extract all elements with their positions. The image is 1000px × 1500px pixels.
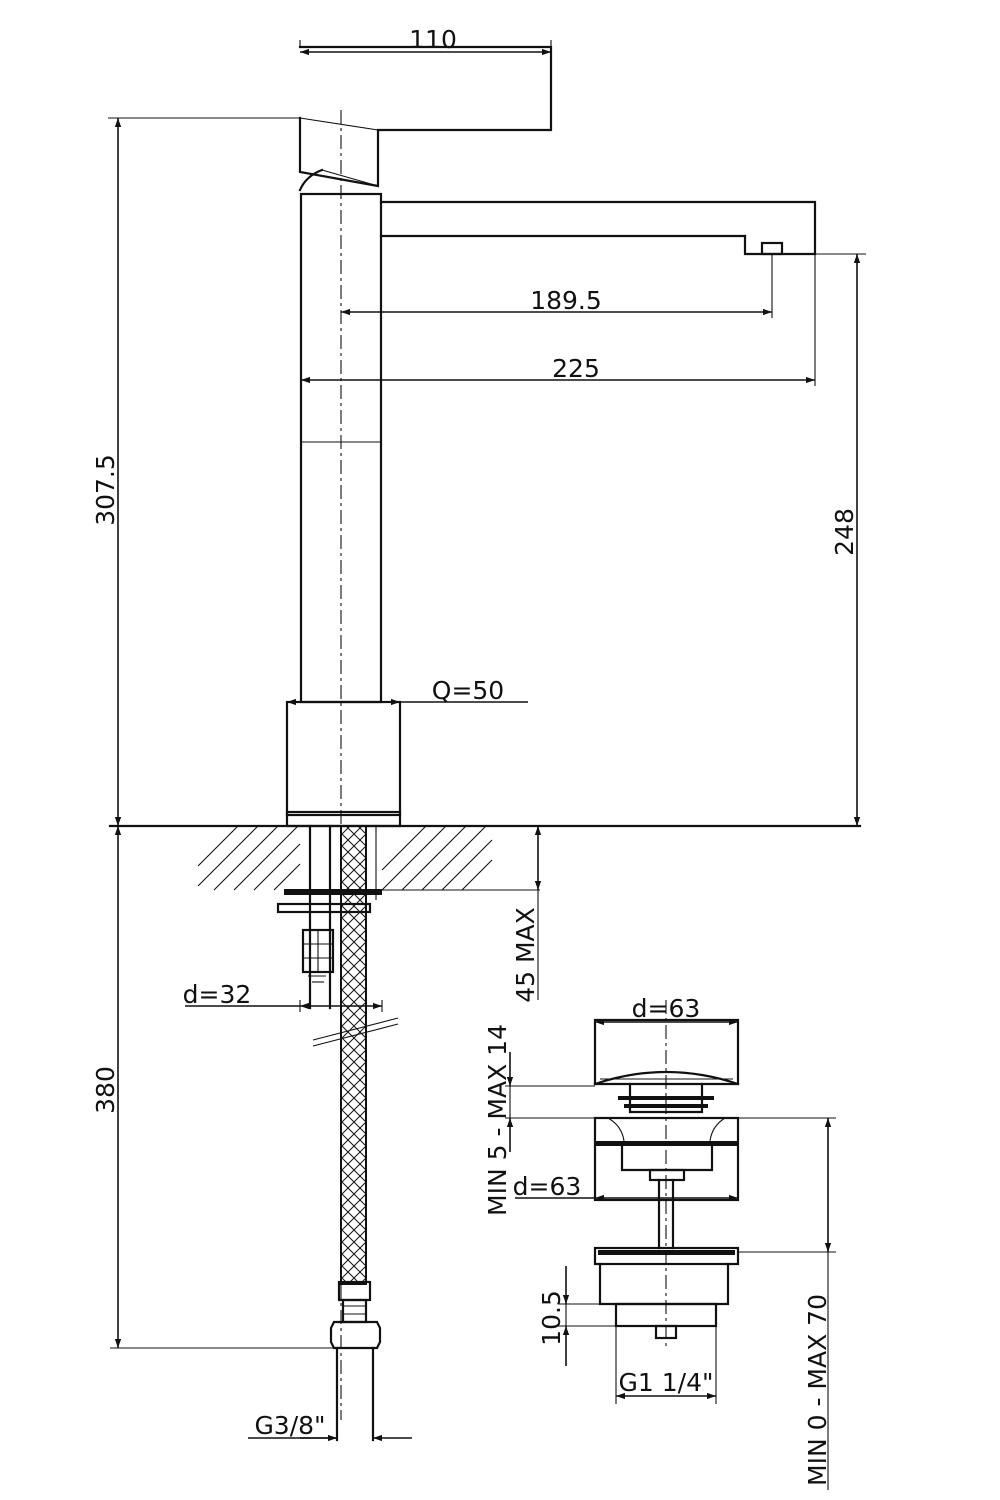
faucet-view: [285, 45, 817, 1420]
fixing-assembly: [276, 824, 382, 1010]
dim-label-cap-d63: d=63: [632, 994, 701, 1023]
waste-rod: [657, 1178, 675, 1250]
dim-label-10-5: 10.5: [537, 1290, 566, 1346]
dim-label-380: 380: [91, 1066, 120, 1114]
dimension-spout-height: 248: [815, 253, 866, 826]
faucet-base: [285, 700, 402, 828]
dimension-waste-thread: G1 1/4": [615, 1326, 717, 1404]
dim-label-248: 248: [830, 508, 859, 556]
dimension-hole-diameter: d=32: [183, 980, 383, 1012]
dimension-hose-thread: G3/8": [248, 1411, 412, 1442]
faucet-body: [299, 192, 817, 704]
dimension-waste-body-height: 10.5: [537, 1266, 616, 1366]
dim-label-q50: Q=50: [432, 676, 504, 705]
dimension-hose-length: 380: [91, 826, 334, 1349]
flex-hose: [312, 825, 399, 1442]
dimension-waste-flange-diameter: d=63: [513, 1172, 738, 1202]
dimension-spout-reach-center: 189.5: [341, 254, 773, 318]
dim-label-min5-max14: MIN 5 - MAX 14: [483, 1024, 512, 1216]
dimension-total-height: 307.5: [91, 117, 300, 826]
dimension-body-square: Q=50: [287, 676, 528, 706]
dim-label-189-5: 189.5: [530, 286, 602, 315]
dim-label-g1-1-4: G1 1/4": [619, 1368, 714, 1397]
popup-waste-view: [593, 1000, 740, 1350]
faucet-handle: [298, 45, 553, 192]
dimension-waste-cap-diameter: d=63: [595, 994, 738, 1026]
dimension-waste-adjust-range: MIN 0 - MAX 70: [738, 1118, 836, 1490]
dim-label-307-5: 307.5: [91, 454, 120, 526]
countertop-hatching: [197, 825, 493, 891]
dim-label-d32: d=32: [183, 980, 252, 1009]
dim-label-110: 110: [409, 25, 457, 54]
countertop: [108, 824, 862, 891]
dim-label-225: 225: [552, 354, 600, 383]
dim-label-flange-d63: d=63: [513, 1172, 582, 1201]
dimension-spout-reach-total: 225: [301, 254, 816, 386]
dimension-deck-thickness: 45 MAX: [511, 826, 542, 1003]
dim-label-g3-8: G3/8": [254, 1411, 325, 1440]
dimension-waste-flange-range: MIN 5 - MAX 14: [483, 1024, 836, 1216]
dimension-handle-width: 110: [299, 25, 552, 56]
dim-label-min0-max70: MIN 0 - MAX 70: [803, 1294, 832, 1486]
dim-label-45-max: 45 MAX: [511, 907, 540, 1003]
